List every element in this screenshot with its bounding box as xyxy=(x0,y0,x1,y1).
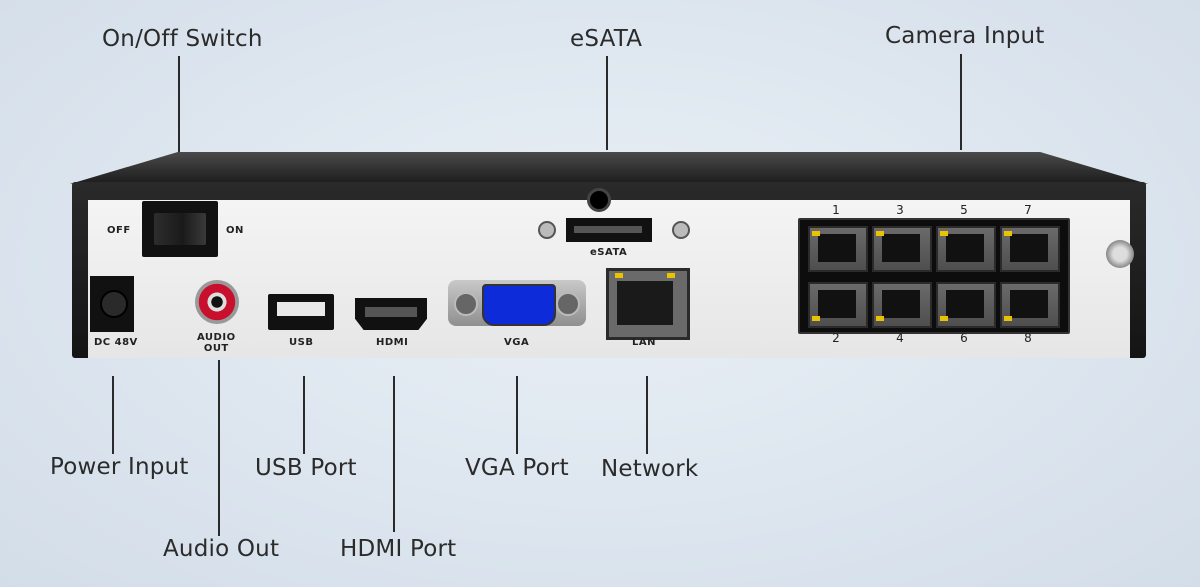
cam-port-number: 4 xyxy=(896,331,904,345)
rj45-hole xyxy=(1010,234,1048,262)
port-led-icon xyxy=(940,316,948,321)
vga-screw-left-icon xyxy=(454,292,478,316)
audio-label-line2: OUT xyxy=(203,343,229,354)
dc-power-jack xyxy=(90,276,134,332)
esata-screw-left-icon xyxy=(538,221,556,239)
cam-port-number: 6 xyxy=(960,331,968,345)
cam-port-number: 2 xyxy=(832,331,840,345)
port-led-icon xyxy=(1004,231,1012,236)
esata-label: eSATA xyxy=(590,247,628,258)
audio-out-label: AUDIO OUT xyxy=(197,332,236,354)
port-led-icon xyxy=(876,231,884,236)
rj45-hole xyxy=(946,234,984,262)
port-led-icon xyxy=(812,231,820,236)
vga-port-icon xyxy=(448,280,586,326)
leader-esata xyxy=(606,56,608,150)
hdmi-port-icon xyxy=(355,298,427,330)
lan-label: LAN xyxy=(632,337,656,348)
lan-jack xyxy=(617,281,673,325)
power-switch xyxy=(142,201,218,257)
lan-led-right-icon xyxy=(667,273,675,278)
rj45-port-icon xyxy=(936,282,996,328)
rj45-hole xyxy=(1010,290,1048,318)
port-led-icon xyxy=(940,231,948,236)
rj45-port-icon xyxy=(936,226,996,272)
esata-screw-right-icon xyxy=(672,221,690,239)
rj45-hole xyxy=(882,234,920,262)
vga-label: VGA xyxy=(504,337,530,348)
vga-face xyxy=(482,284,556,326)
callout-camera-input: Camera Input xyxy=(885,23,1045,49)
leader-on-off-switch xyxy=(178,56,180,152)
leader-vga-port xyxy=(516,376,518,454)
esata-port-icon xyxy=(566,218,652,242)
rj45-port-icon xyxy=(808,282,868,328)
callout-on-off-switch: On/Off Switch xyxy=(102,26,263,52)
leader-network xyxy=(646,376,648,454)
usb-label: USB xyxy=(289,337,314,348)
cam-port-number: 5 xyxy=(960,203,968,217)
lan-led-left-icon xyxy=(615,273,623,278)
rj45-port-icon xyxy=(808,226,868,272)
port-led-icon xyxy=(1004,316,1012,321)
callout-audio-out: Audio Out xyxy=(163,536,280,562)
port-led-icon xyxy=(876,316,884,321)
audio-label-line1: AUDIO xyxy=(197,332,236,343)
esata-screw-hole-icon xyxy=(587,188,611,212)
rocker-icon xyxy=(154,213,206,245)
switch-off-label: OFF xyxy=(107,225,131,236)
callout-hdmi-port: HDMI Port xyxy=(340,536,457,562)
nvr-top-cover xyxy=(70,152,1148,184)
rj45-port-icon xyxy=(1000,226,1060,272)
callout-esata: eSATA xyxy=(570,26,643,52)
leader-audio-out xyxy=(218,360,220,536)
rj45-hole xyxy=(818,290,856,318)
vga-screw-right-icon xyxy=(556,292,580,316)
leader-camera-input xyxy=(960,54,962,150)
rj45-port-icon xyxy=(872,226,932,272)
callout-usb-port: USB Port xyxy=(255,455,357,481)
usb-port-icon xyxy=(268,294,334,330)
callout-power-input: Power Input xyxy=(50,454,189,480)
hdmi-inner xyxy=(365,307,417,317)
hdmi-label: HDMI xyxy=(376,337,409,348)
ground-screw-icon xyxy=(1106,240,1134,268)
rj45-hole xyxy=(882,290,920,318)
esata-slot xyxy=(574,226,642,233)
cam-port-number: 8 xyxy=(1024,331,1032,345)
switch-on-label: ON xyxy=(226,225,244,236)
camera-port-block xyxy=(798,218,1070,334)
rj45-hole xyxy=(946,290,984,318)
rj45-hole xyxy=(818,234,856,262)
cam-port-number: 7 xyxy=(1024,203,1032,217)
leader-hdmi-port xyxy=(393,376,395,532)
port-led-icon xyxy=(812,316,820,321)
rj45-port-icon xyxy=(1000,282,1060,328)
usb-tongue xyxy=(277,302,325,316)
leader-power-input xyxy=(112,376,114,454)
dc-label: DC 48V xyxy=(94,337,138,348)
cam-port-number: 3 xyxy=(896,203,904,217)
dc-hole-icon xyxy=(100,290,128,318)
lan-port-icon xyxy=(606,268,690,340)
rca-audio-icon xyxy=(195,280,239,324)
callout-network: Network xyxy=(601,456,699,482)
rj45-port-icon xyxy=(872,282,932,328)
leader-usb-port xyxy=(303,376,305,454)
cam-port-number: 1 xyxy=(832,203,840,217)
callout-vga-port: VGA Port xyxy=(465,455,569,481)
